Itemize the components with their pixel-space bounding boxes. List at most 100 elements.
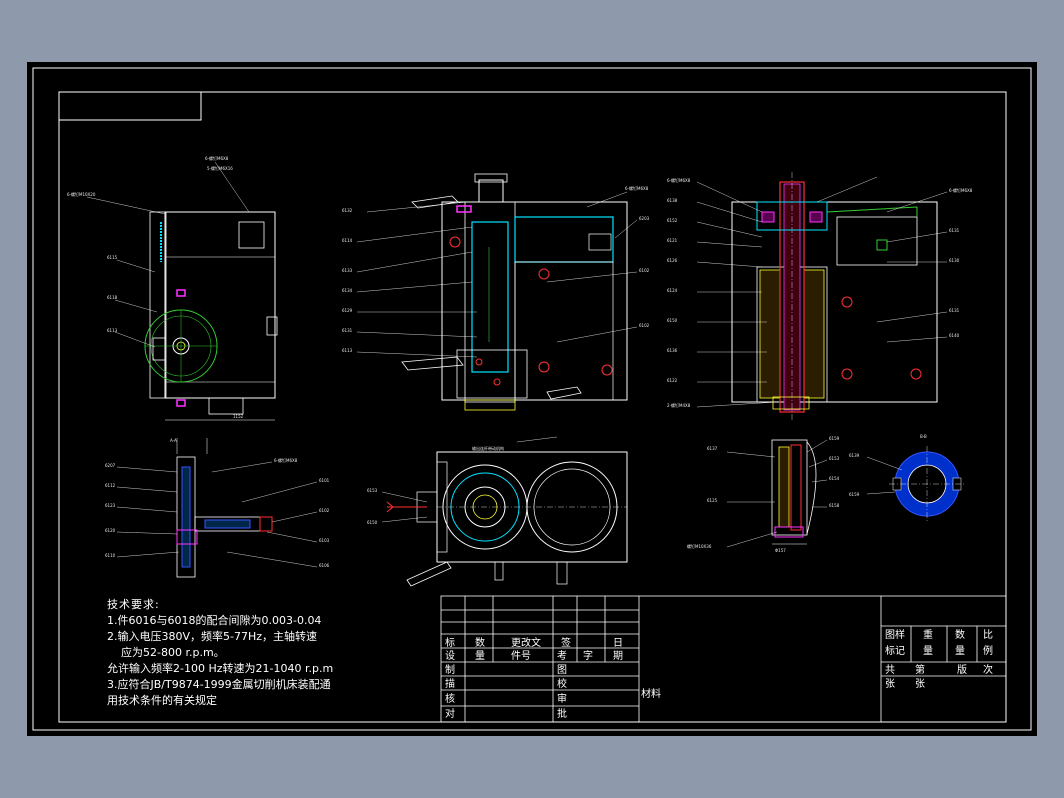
svg-text:6150: 6150 (667, 318, 678, 323)
tb-r2-3: 件号 (511, 650, 531, 662)
tb-rev-3: 更改文 (511, 636, 541, 649)
title-block-text: 标 数 更改文 签 日 设 量 件号 考 字 期 制 描 核 对 图 校 审 批… (445, 628, 993, 720)
tb-sheet-2: 第 (915, 663, 925, 676)
drawing-number-box (58, 91, 202, 121)
svg-text:6131: 6131 (342, 328, 353, 333)
tb-rh-3: 数 (955, 628, 965, 641)
tb-rev-2: 数 (475, 636, 485, 649)
svg-text:6150: 6150 (367, 520, 378, 525)
svg-text:6-螺钉M10X20: 6-螺钉M10X20 (67, 191, 96, 197)
svg-text:6102: 6102 (639, 323, 650, 328)
tb-rh2-1: 标记 (885, 645, 905, 657)
svg-text:6-螺钉M6X8: 6-螺钉M6X8 (625, 185, 649, 191)
tb-r2-2: 量 (475, 650, 485, 662)
svg-text:6139: 6139 (849, 453, 860, 458)
svg-text:6133: 6133 (342, 268, 353, 273)
svg-text:6131: 6131 (949, 308, 960, 313)
tb-r2-6: 期 (613, 650, 623, 662)
svg-text:6124: 6124 (667, 288, 678, 293)
svg-text:6136: 6136 (667, 348, 678, 353)
dimension-label-b: Φ157 (775, 548, 786, 553)
svg-text:6103: 6103 (319, 538, 330, 543)
svg-text:6101: 6101 (319, 478, 330, 483)
svg-text:6106: 6106 (319, 563, 330, 568)
svg-text:6159: 6159 (829, 436, 840, 441)
svg-text:6131: 6131 (949, 228, 960, 233)
svg-text:6112: 6112 (105, 483, 116, 488)
svg-text:6153: 6153 (829, 456, 840, 461)
svg-text:6123: 6123 (105, 503, 116, 508)
svg-text:6153: 6153 (367, 488, 378, 493)
svg-text:螺钉M10X36: 螺钉M10X36 (687, 543, 712, 549)
tb-sheet-4: 次 (983, 663, 993, 676)
svg-text:6134: 6134 (342, 288, 353, 293)
tech-req-item-4: 允许输入频率2-100 Hz转速为21-1040 r.p.m (107, 662, 334, 675)
tech-req-item-2: 2.输入电压380V，频率5-77Hz，主轴转速 (107, 630, 318, 643)
svg-text:6113: 6113 (342, 348, 353, 353)
svg-text:6102: 6102 (639, 268, 650, 273)
tb-sheet-3: 版 (957, 663, 967, 676)
tb-rh-2: 重 (923, 628, 933, 641)
tb-mid-3: 审 (557, 692, 567, 705)
svg-text:6154: 6154 (829, 476, 840, 481)
svg-text:6140: 6140 (949, 333, 960, 338)
section-view-b-b: B-B 6139 6159 (849, 434, 965, 522)
side-view-left: 1152 6-螺钉M10X20 6-螺钉M6X8 5-螺钉M6X16 6115 … (67, 155, 278, 421)
outer-frame (32, 67, 1032, 731)
tech-req-item-6: 用技术条件的有关规定 (107, 694, 217, 707)
tb-mid-1: 图 (557, 664, 567, 676)
tech-req-item-5: 3.应符合JB/T9874-1999金属切削机床装配通 (107, 678, 331, 691)
svg-text:6110: 6110 (105, 553, 116, 558)
tb-rh2-2: 量 (923, 645, 933, 657)
svg-text:6114: 6114 (342, 238, 353, 243)
svg-text:6118: 6118 (107, 295, 118, 300)
svg-text:6207: 6207 (105, 463, 116, 468)
tb-rh2-3: 量 (955, 645, 965, 657)
svg-text:6125: 6125 (707, 498, 718, 503)
title-block (440, 595, 1007, 723)
tb-mid-4: 批 (557, 707, 567, 720)
svg-text:6120: 6120 (105, 528, 116, 533)
tb-left-2: 描 (445, 677, 455, 690)
tb-mid-2: 校 (557, 677, 567, 690)
svg-text:6-螺钉M6X8: 6-螺钉M6X8 (667, 177, 691, 183)
svg-text:5-螺钉M6X16: 5-螺钉M6X16 (207, 165, 233, 171)
tech-req-item-1: 1.件6016与6018的配合间隙为0.003-0.04 (107, 614, 322, 627)
top-view-bottom-middle: 输出连杆带动机构 6153 6150 (367, 436, 628, 587)
tb-rh-1: 图样 (885, 628, 905, 641)
cad-viewport[interactable]: 1152 6-螺钉M10X20 6-螺钉M6X8 5-螺钉M6X16 6115 … (27, 62, 1037, 736)
svg-text:6132: 6132 (342, 208, 353, 213)
tb-left-3: 核 (445, 692, 455, 705)
section-b-label: B-B (920, 434, 927, 439)
svg-text:6121: 6121 (667, 238, 678, 243)
tb-left-1: 制 (445, 663, 455, 676)
svg-text:6152: 6152 (667, 218, 678, 223)
tb-sheet2-1: 张 (885, 678, 895, 690)
svg-text:6-螺钉M6X8: 6-螺钉M6X8 (949, 187, 973, 193)
tb-r2-5: 字 (583, 649, 593, 662)
detail-view-bottom-right: 6137 6125 螺钉M10X36 6159 6153 6154 6158 Φ… (687, 436, 840, 553)
front-view-middle: 6132 6114 6133 6134 6129 6131 6113 6-螺钉M… (342, 173, 650, 411)
section-view-bottom-left: A-A 6207 6112 6123 6120 6110 6-螺钉M6X8 61… (105, 438, 330, 578)
svg-text:输出连杆带动机构: 输出连杆带动机构 (472, 445, 504, 451)
svg-text:6129: 6129 (342, 308, 353, 313)
tb-rh2-4: 例 (983, 644, 993, 657)
tech-req-item-3: 应为52-800 r.p.m。 (121, 646, 225, 659)
svg-text:6126: 6126 (667, 258, 678, 263)
engineering-drawing: 1152 6-螺钉M10X20 6-螺钉M6X8 5-螺钉M6X16 6115 … (32, 67, 1032, 731)
tb-sheet-1: 共 (885, 664, 895, 676)
svg-text:6159: 6159 (849, 492, 860, 497)
tb-material: 材料 (641, 687, 661, 700)
svg-text:6138: 6138 (667, 198, 678, 203)
svg-text:6115: 6115 (107, 255, 118, 260)
tb-r2-1: 设 (445, 650, 455, 662)
svg-text:6130: 6130 (949, 258, 960, 263)
tb-rev-1: 标 (445, 637, 455, 649)
section-view-right: 6-螺钉M6X8 6138 6152 6121 6126 6124 6150 6… (667, 172, 973, 422)
dimension-label-a: 1152 (233, 414, 244, 419)
tb-sheet2-2: 张 (915, 678, 925, 690)
tb-left-4: 对 (445, 707, 455, 720)
svg-text:6-螺钉M6X8: 6-螺钉M6X8 (274, 457, 298, 463)
svg-text:6102: 6102 (319, 508, 330, 513)
tb-r2-4: 考 (557, 650, 567, 662)
